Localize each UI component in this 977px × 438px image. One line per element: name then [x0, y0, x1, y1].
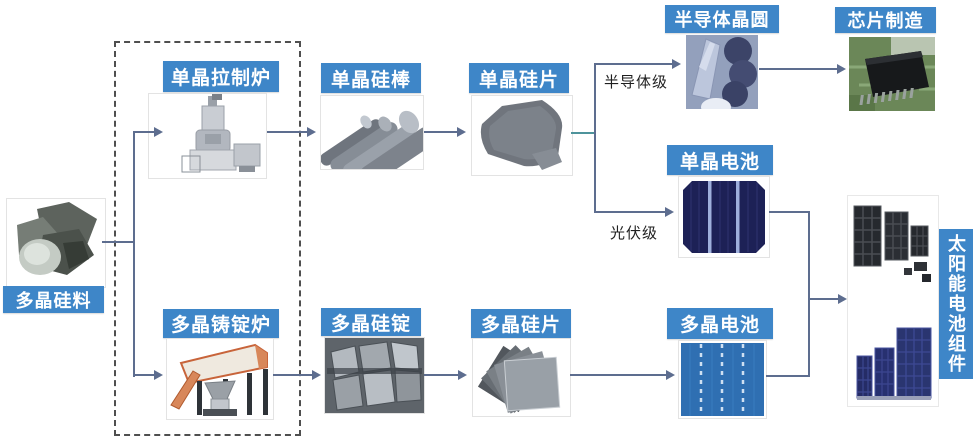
arrowhead-icon — [665, 207, 674, 217]
node-label-semiconductor-wafer: 半导体晶圆 — [665, 5, 779, 33]
mono-silicon-rod-image — [320, 95, 424, 170]
blue-solar-panels-icon — [856, 327, 932, 400]
furnace-group-dashed-box — [114, 41, 301, 436]
silicon-rods-icon — [321, 110, 423, 169]
node-label-mono-pulling-furnace: 单晶拉制炉 — [163, 61, 279, 92]
flow-line — [769, 211, 810, 213]
mono-cell-image — [678, 176, 770, 258]
ic-chip-icon — [849, 37, 935, 111]
dark-solar-panels-icon — [853, 205, 931, 282]
wafer-icon — [480, 100, 563, 170]
poly-solar-cell-icon — [681, 343, 764, 416]
flow-line — [594, 63, 596, 213]
flow-line — [267, 131, 309, 133]
flow-line — [810, 298, 840, 300]
flow-line — [133, 131, 135, 377]
flow-line — [571, 132, 596, 134]
solar-module-image — [847, 195, 939, 407]
arrowhead-icon — [672, 59, 681, 69]
node-label-poly-casting-furnace: 多晶铸锭炉 — [163, 309, 279, 338]
wafer-discs-icon — [686, 35, 758, 109]
flow-line — [102, 241, 135, 243]
arrowhead-icon — [458, 370, 467, 380]
flow-line — [594, 63, 674, 65]
flow-line — [424, 131, 459, 133]
flow-line — [808, 211, 810, 377]
polysilicon-material-image — [6, 198, 106, 288]
arrowhead-icon — [837, 64, 846, 74]
flow-line — [135, 131, 156, 133]
arrowhead-icon — [154, 370, 163, 380]
flow-line — [759, 68, 839, 70]
edge-label-semiconductor-grade: 半导体级 — [604, 74, 669, 91]
arrowhead-icon — [457, 127, 466, 137]
node-label-polysilicon-material: 多晶硅料 — [3, 286, 104, 313]
node-label-poly-silicon-wafer: 多晶硅片 — [471, 309, 571, 338]
flow-line — [594, 211, 667, 213]
arrowhead-icon — [838, 294, 847, 304]
wafer-stack-icon — [477, 345, 561, 414]
flow-line — [766, 375, 810, 377]
chip-manufacturing-image — [849, 37, 935, 111]
arrowhead-icon — [307, 127, 316, 137]
mono-solar-cell-icon — [683, 181, 765, 253]
furnace-machine-icon — [181, 94, 261, 173]
polysilicon-chunks-icon — [17, 202, 97, 275]
node-label-mono-silicon-rod: 单晶硅棒 — [321, 63, 421, 93]
flow-line — [424, 374, 460, 376]
edge-label-pv-grade: 光伏级 — [610, 225, 659, 242]
poly-cell-image — [678, 340, 767, 419]
poly-casting-furnace-image — [166, 338, 274, 420]
node-label-mono-cell: 单晶电池 — [667, 145, 773, 175]
arrowhead-icon — [312, 370, 321, 380]
semiconductor-wafer-image — [686, 35, 758, 109]
casting-furnace-icon — [170, 343, 268, 416]
node-label-poly-cell: 多晶电池 — [667, 308, 773, 339]
node-label-poly-silicon-ingot: 多晶硅锭 — [321, 308, 421, 336]
node-label-chip-manufacturing: 芯片制造 — [835, 7, 936, 33]
node-label-solar-module: 太阳能电池组件 — [939, 229, 973, 379]
arrowhead-icon — [154, 127, 163, 137]
flow-line — [273, 374, 314, 376]
node-label-mono-silicon-wafer: 单晶硅片 — [469, 63, 569, 93]
poly-silicon-ingot-image — [324, 337, 425, 414]
arrowhead-icon — [666, 370, 675, 380]
silicon-blocks-icon — [325, 338, 424, 413]
flow-line — [135, 374, 156, 376]
poly-silicon-wafer-image — [472, 338, 571, 417]
flow-line — [570, 374, 668, 376]
mono-silicon-wafer-image — [471, 95, 573, 176]
mono-pulling-furnace-image — [148, 93, 267, 179]
